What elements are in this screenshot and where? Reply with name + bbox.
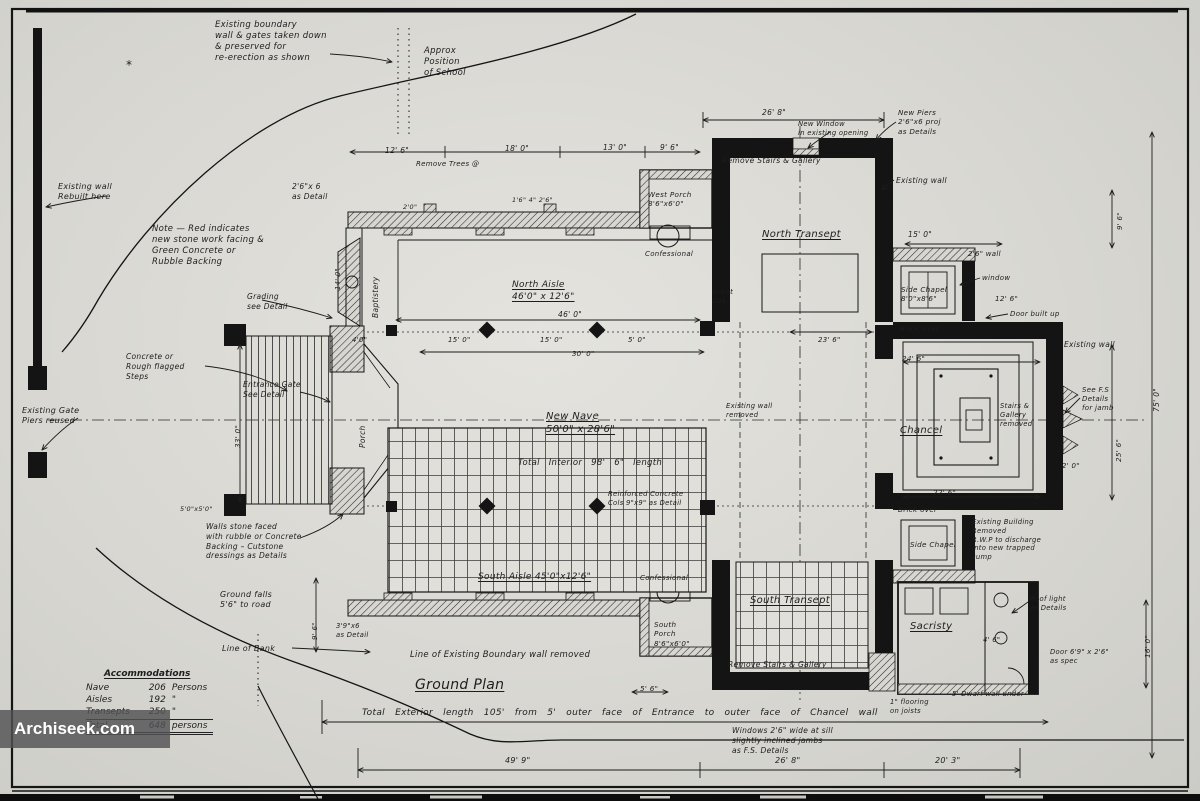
leader-lines	[42, 53, 1081, 652]
dimension-lines	[240, 112, 1152, 778]
watermark-banner: Archiseek.com	[0, 710, 170, 748]
church-walls	[224, 137, 1083, 695]
watermark-text: Archiseek.com	[14, 719, 135, 738]
site-boundary	[28, 13, 1184, 800]
accommodations-title: Accommodations	[104, 669, 191, 679]
sheet-frame	[0, 7, 1200, 801]
